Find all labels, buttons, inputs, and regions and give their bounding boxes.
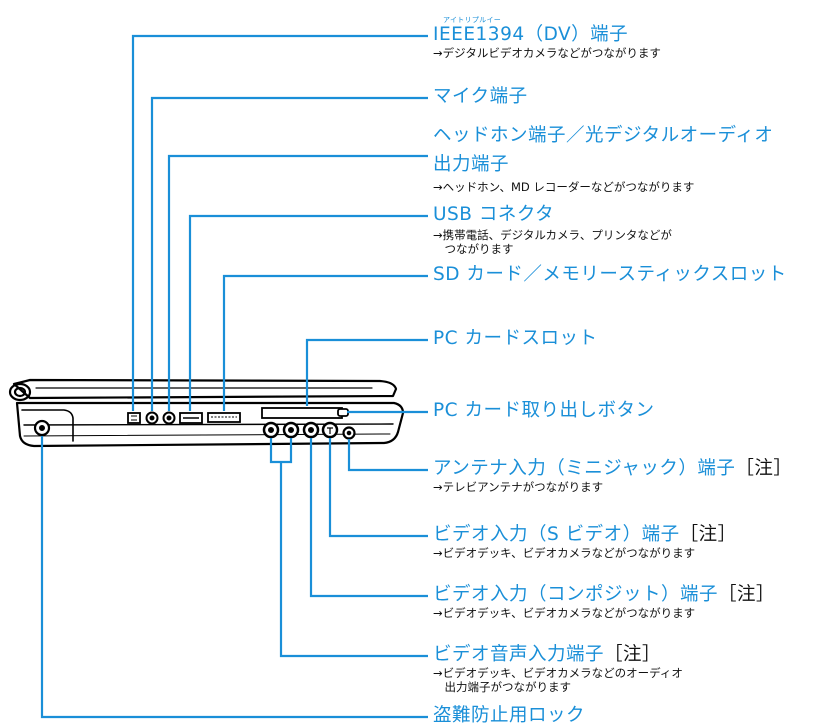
callout-lock: 盗難防止用ロック	[433, 705, 585, 727]
pc-card-eject-button	[337, 408, 349, 417]
leader-audio-bracket	[269, 438, 293, 464]
leader-headphone	[167, 154, 428, 411]
ieee1394-title: IEEE1394（DV）端子	[433, 24, 629, 45]
callout-antenna: アンテナ入力（ミニジャック）端子［注］ →テレビアンテナがつながります	[433, 458, 792, 494]
leader-mic	[150, 96, 428, 411]
audio-desc-line2: 出力端子がつながります	[433, 680, 571, 694]
callout-sd: SD カード／メモリースティックスロット	[433, 264, 787, 286]
callout-audio: ビデオ音声入力端子［注］ →ビデオデッキ、ビデオカメラなどのオーディオ 出力端子…	[433, 644, 683, 694]
headphone-title-line2: 出力端子	[433, 154, 510, 175]
headphone-desc: →ヘッドホン、MD レコーダーなどがつながります	[433, 180, 695, 194]
callout-svideo: ビデオ入力（S ビデオ）端子［注］ →ビデオデッキ、ビデオカメラなどがつながりま…	[433, 524, 737, 560]
callout-composite: ビデオ入力（コンポジット）端子［注］ →ビデオデッキ、ビデオカメラなどがつながり…	[433, 584, 775, 620]
mic-title: マイク端子	[433, 86, 528, 107]
antenna-title: アンテナ入力（ミニジャック）端子	[433, 458, 736, 479]
usb-desc-line2: つながります	[433, 242, 514, 256]
sd-title: SD カード／メモリースティックスロット	[433, 264, 787, 285]
ieee1394-port	[127, 412, 141, 424]
composite-note: ［注］	[718, 584, 776, 605]
pc-card-slot	[261, 407, 343, 419]
ieee1394-desc: →デジタルビデオカメラなどがつながります	[433, 46, 661, 60]
sd-slot	[207, 412, 241, 423]
lock-title: 盗難防止用ロック	[433, 705, 586, 726]
svideo-desc: →ビデオデッキ、ビデオカメラなどがつながります	[433, 546, 696, 560]
audio-desc: →ビデオデッキ、ビデオカメラなどのオーディオ	[433, 666, 683, 680]
composite-desc: →ビデオデッキ、ビデオカメラなどがつながります	[433, 606, 696, 620]
usb-desc: →携帯電話、デジタルカメラ、プリンタなどが	[433, 228, 672, 242]
leader-antenna	[347, 439, 428, 472]
leader-sd	[222, 274, 428, 411]
svideo-note: ［注］	[679, 524, 737, 545]
ports	[33, 407, 356, 440]
leader-ieee	[131, 34, 428, 411]
leader-lock	[40, 436, 428, 719]
leader-usb	[188, 214, 428, 411]
leader-composite	[309, 438, 428, 598]
composite-title: ビデオ入力（コンポジット）端子	[433, 584, 719, 605]
pccard-title: PC カードスロット	[433, 328, 598, 349]
antenna-desc: →テレビアンテナがつながります	[433, 480, 604, 494]
leader-audio	[279, 462, 428, 658]
callout-headphone: ヘッドホン端子／光デジタルオーディオ 出力端子 →ヘッドホン、MD レコーダーな…	[433, 125, 773, 194]
pceject-title: PC カード取り出しボタン	[433, 400, 655, 421]
antenna-note: ［注］	[735, 458, 793, 479]
headphone-title: ヘッドホン端子／光デジタルオーディオ	[433, 125, 774, 146]
audio-note: ［注］	[604, 644, 662, 665]
callout-mic: マイク端子	[433, 86, 528, 108]
ieee-ruby: アイトリプルイー	[443, 16, 502, 24]
leader-pccard	[305, 338, 428, 406]
leader-lines	[40, 34, 428, 719]
audio-title: ビデオ音声入力端子	[433, 644, 605, 665]
usb-title: USB コネクタ	[433, 204, 555, 225]
leader-svideo	[328, 438, 428, 538]
svideo-title: ビデオ入力（S ビデオ）端子	[433, 524, 680, 545]
callout-usb: USB コネクタ →携帯電話、デジタルカメラ、プリンタなどが つながります	[433, 204, 672, 256]
callout-pccard: PC カードスロット	[433, 328, 597, 350]
callout-ieee1394: アイトリプルイー IEEE1394（DV）端子 →デジタルビデオカメラなどがつな…	[433, 16, 661, 60]
callout-pceject: PC カード取り出しボタン	[433, 400, 654, 422]
